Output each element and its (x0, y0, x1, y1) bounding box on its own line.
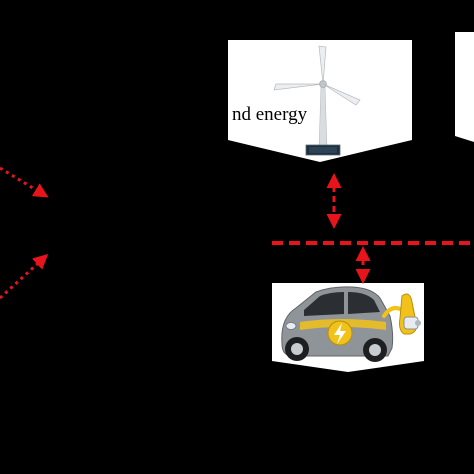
rear-wheel (363, 338, 387, 362)
wind-energy-label: nd energy (232, 104, 308, 125)
charging-plug-icon (382, 293, 421, 335)
lightning-bolt-icon (327, 320, 353, 346)
wind-turbine-icon (273, 45, 361, 156)
electric-vehicle-panel (272, 283, 424, 372)
left-arrow-lower (0, 253, 49, 300)
partial-panel (455, 32, 474, 142)
left-arrow-upper (0, 166, 49, 198)
front-wheel (285, 337, 309, 361)
wind-energy-panel (228, 40, 412, 162)
electric-car-icon (281, 286, 394, 362)
